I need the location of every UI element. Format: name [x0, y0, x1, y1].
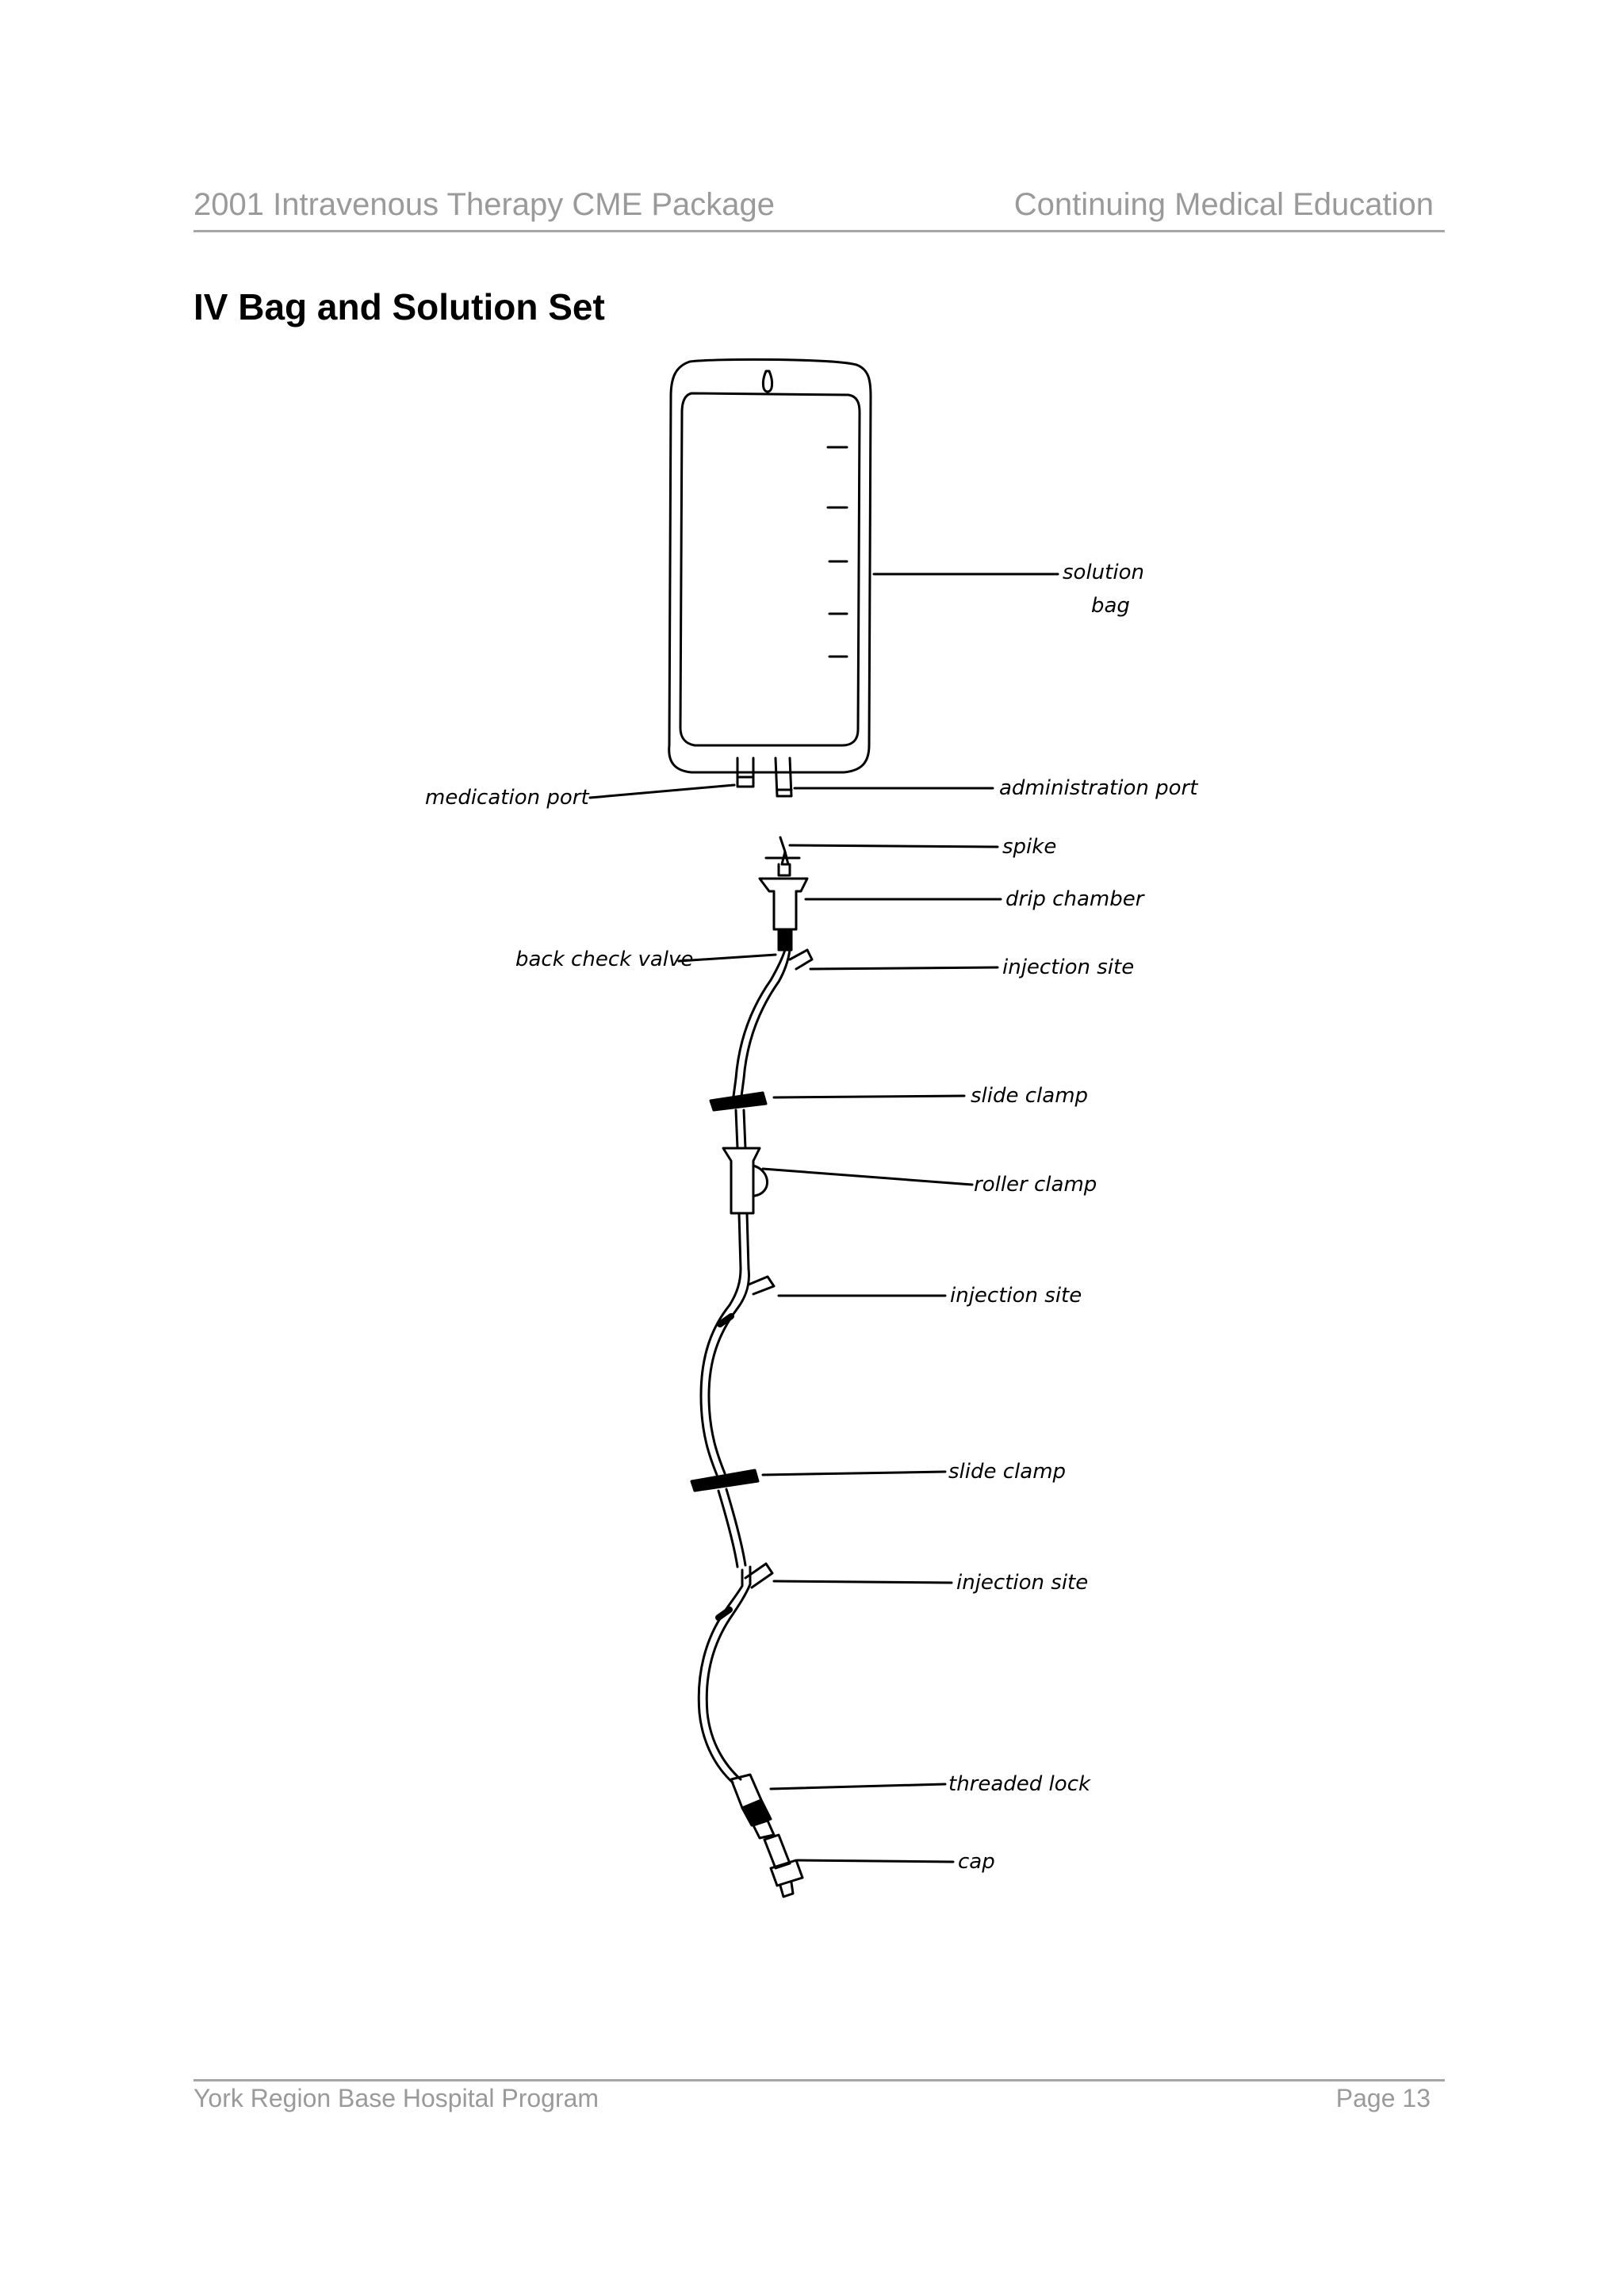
footer-organization: York Region Base Hospital Program [193, 2084, 599, 2112]
label-slide-clamp-1: slide clamp [971, 1084, 1088, 1108]
label-back-check-valve: back check valve [515, 948, 693, 971]
cap-drawing [763, 1833, 804, 1898]
lower-tubing-drawing [697, 1488, 774, 1784]
label-slide-clamp-2: slide clamp [948, 1460, 1066, 1484]
page-title: IV Bag and Solution Set [193, 286, 605, 327]
middle-tubing-drawing [699, 1267, 776, 1476]
header-rule [193, 230, 1445, 232]
label-solution-bag-line1: solution [1063, 561, 1144, 584]
footer-page-number: Page 13 [1335, 2084, 1431, 2112]
label-injection-site-3: injection site [956, 1571, 1088, 1595]
roller-clamp-drawing [722, 1109, 768, 1270]
label-drip-chamber: drip chamber [1005, 887, 1146, 911]
threaded-lock-drawing [730, 1773, 776, 1840]
leader-lines [588, 573, 1059, 1863]
label-roller-clamp: roller clamp [974, 1173, 1097, 1197]
label-injection-site-2: injection site [950, 1284, 1082, 1308]
label-administration-port: administration port [999, 776, 1198, 800]
solution-bag-drawing [668, 358, 872, 774]
label-solution-bag-line2: bag [1091, 594, 1130, 618]
label-spike: spike [1002, 835, 1056, 859]
footer-rule [193, 2079, 1445, 2081]
label-injection-site-1: injection site [1002, 956, 1134, 979]
header-document-title: 2001 Intravenous Therapy CME Package [193, 187, 776, 222]
bag-ports-drawing [736, 756, 793, 798]
label-medication-port: medication port [425, 786, 589, 810]
slide-clamp-1-drawing [709, 1091, 768, 1112]
slide-clamp-2-drawing [690, 1469, 760, 1492]
label-cap: cap [958, 1850, 995, 1874]
header-section-name: Continuing Medical Education [1013, 187, 1434, 222]
spike-drip-chamber-drawing [758, 836, 809, 952]
label-threaded-lock: threaded lock [948, 1772, 1091, 1796]
upper-tubing-drawing [731, 948, 814, 1104]
